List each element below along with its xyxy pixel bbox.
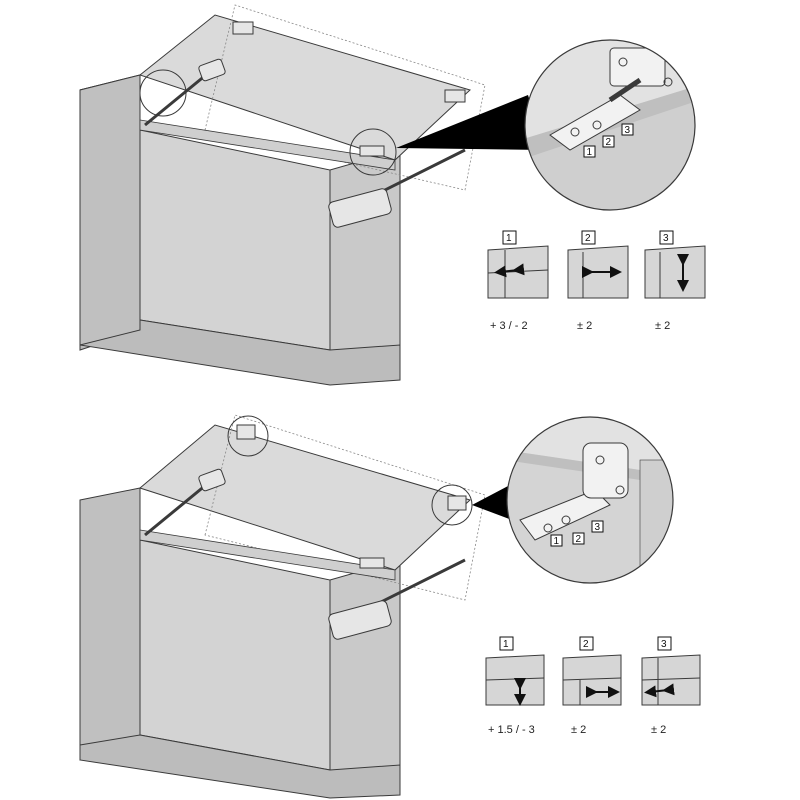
tolerance-text: ± 2	[571, 724, 586, 736]
marker-label: 2	[606, 137, 612, 148]
marker-label: 3	[595, 522, 601, 533]
svg-text:3: 3	[661, 639, 667, 650]
svg-text:1: 1	[506, 233, 512, 244]
callout-circle	[227, 415, 269, 457]
callout-circle	[349, 128, 397, 176]
adjust-box-2: 2 ± 2	[567, 230, 629, 332]
svg-text:2: 2	[585, 233, 591, 244]
adjust-box-1: 1 + 3 / - 2	[487, 230, 549, 332]
adjust-box-1: 1 + 1.5 / - 3	[485, 636, 545, 736]
top-detail-markers: 1 2 3	[583, 123, 634, 158]
top-detail-magnifier: 1 2 3	[396, 39, 696, 211]
adjust-box-2: 2 ± 2	[562, 636, 622, 736]
svg-text:3: 3	[663, 233, 669, 244]
bottom-adjustment-legend: 1 + 1.5 / - 3 2 ± 2 3 ± 2	[485, 636, 701, 736]
bottom-detail-markers: 1 2 3	[550, 520, 604, 547]
adjust-box-3: 3 ± 2	[641, 636, 701, 736]
marker-label: 3	[625, 125, 631, 136]
callout-circle	[139, 69, 187, 117]
marker-label: 1	[554, 536, 560, 547]
tolerance-text: + 1.5 / - 3	[488, 724, 535, 736]
hinge-icon	[236, 424, 467, 569]
svg-text:2: 2	[583, 639, 589, 650]
marker-label: 2	[576, 534, 582, 545]
svg-text:1: 1	[503, 639, 509, 650]
adjust-box-3: 3 ± 2	[644, 230, 706, 332]
tolerance-text: + 3 / - 2	[490, 320, 528, 332]
tolerance-text: ± 2	[651, 724, 666, 736]
top-cabinet	[79, 4, 486, 386]
top-adjustment-legend: 1 + 3 / - 2 2 ± 2 3 ± 2	[487, 230, 706, 332]
bottom-detail-magnifier: 1 2 3	[472, 416, 674, 584]
hinge-icon	[232, 21, 466, 157]
tolerance-text: ± 2	[655, 320, 670, 332]
tolerance-text: ± 2	[577, 320, 592, 332]
bottom-cabinet	[79, 414, 486, 799]
marker-label: 1	[587, 147, 593, 158]
